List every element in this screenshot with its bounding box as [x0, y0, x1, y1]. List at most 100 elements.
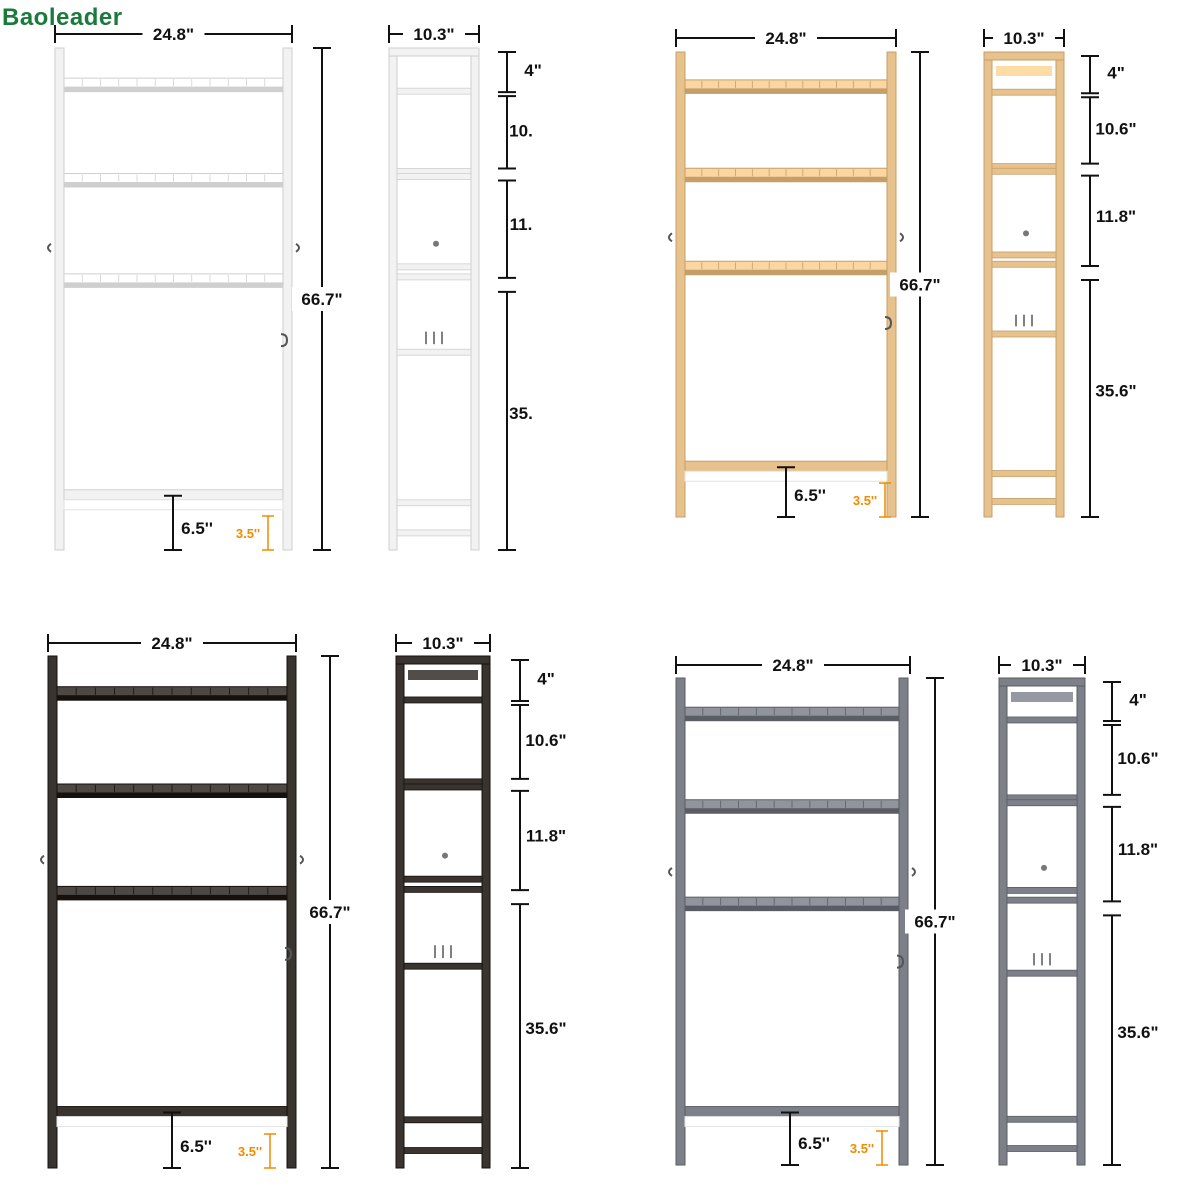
dim-label-bg — [890, 272, 950, 297]
front-post — [998, 677, 1008, 1166]
left-post — [47, 655, 58, 1169]
shelf-edge — [57, 793, 287, 798]
back-post — [1055, 51, 1065, 518]
side-view-natural — [983, 51, 1065, 518]
side-rail — [396, 87, 472, 95]
foot-height-label: 3.5'' — [850, 1141, 874, 1156]
bottom-section-label: 35.6" — [525, 1019, 566, 1038]
foot-height-label: 3.5'' — [238, 1144, 262, 1159]
side-view-white — [388, 47, 480, 551]
shelf-edge — [57, 695, 287, 701]
shelf-edge — [64, 282, 283, 288]
side-rail — [396, 173, 472, 180]
top-rail — [395, 655, 491, 665]
dim-label-bg — [142, 23, 205, 45]
shelf — [63, 273, 284, 288]
dim-label: 10.3" — [413, 25, 454, 44]
shelf1-label: 10. — [509, 121, 533, 140]
bottom-section-label: 35. — [509, 404, 533, 423]
bar-height-dimension — [163, 1111, 181, 1169]
front-view-natural — [668, 51, 904, 518]
side-rail — [403, 962, 483, 970]
side-rail — [403, 886, 483, 893]
dim-label: 66.7" — [899, 276, 940, 295]
hook-icon — [40, 854, 45, 865]
shelf — [56, 686, 288, 701]
foot-height-dimension: 3.5'' — [236, 515, 274, 551]
front-view-white — [47, 47, 300, 551]
brand-logo: Baoleader — [2, 4, 123, 31]
side-rail — [991, 167, 1057, 175]
bar-height-dimension — [164, 494, 182, 551]
hook-knob-icon — [442, 852, 448, 859]
front-post — [983, 51, 993, 518]
dim-label-bg — [141, 632, 203, 654]
top-rail — [983, 51, 1065, 61]
side-rail — [991, 251, 1057, 259]
dim-label: 10.3" — [1003, 29, 1044, 48]
dim-label-bg — [412, 632, 474, 654]
shelf-edge — [685, 716, 899, 722]
back-post — [470, 47, 480, 551]
shelf2-label: 11.8" — [526, 827, 566, 846]
side-rail — [1006, 887, 1078, 894]
hook-knob-icon — [1023, 230, 1029, 237]
panel-natural: 24.8"10.3"66.7"4"10.6"11.8"35.6"6.5''3.5… — [668, 27, 1137, 518]
left-post — [675, 51, 686, 518]
width-dimension: 24.8" — [675, 654, 911, 676]
top-handle-slot — [408, 670, 478, 680]
depth-dimension: 10.3" — [395, 632, 491, 654]
side-rail — [396, 499, 472, 507]
front-view-dark — [40, 655, 304, 1169]
hook-knob-icon — [1041, 864, 1047, 871]
shelf1-dimension — [511, 703, 529, 780]
hook-icon — [299, 854, 304, 865]
side-view-grey — [998, 677, 1086, 1166]
side-rail — [403, 1116, 483, 1124]
hook-icon — [899, 232, 904, 243]
front-post — [395, 655, 405, 1169]
dim-label-bg — [1011, 654, 1073, 676]
panel-grey: 24.8"10.3"66.7"4"10.6"11.8"35.6"6.5''3.5… — [668, 654, 1159, 1166]
towel-hook-icon — [896, 954, 905, 969]
side-rail — [991, 260, 1057, 268]
back-post — [481, 655, 491, 1169]
shelf — [684, 799, 900, 814]
shelf2-dimension — [498, 179, 516, 279]
towel-hook-icon — [884, 316, 893, 331]
top-gap-dimension — [1081, 55, 1099, 95]
shelf-edge — [685, 88, 887, 94]
depth-dimension: 10.3" — [998, 654, 1086, 676]
back-post — [1076, 677, 1086, 1166]
side-rail — [991, 330, 1057, 338]
side-rail — [403, 1147, 483, 1154]
shelf — [684, 79, 888, 94]
towel-hook-icon — [284, 946, 293, 961]
dim-label: 24.8" — [765, 29, 806, 48]
top-gap-dimension — [511, 659, 529, 702]
shelf — [684, 260, 888, 276]
shelf-edge — [685, 808, 899, 814]
depth-dimension: 10.3" — [983, 27, 1065, 49]
height-dimension: 66.7" — [292, 47, 352, 551]
side-rail — [991, 497, 1057, 505]
hook-icon — [668, 867, 673, 877]
left-post — [54, 47, 65, 551]
dim-label: 24.8" — [153, 25, 194, 44]
shelf1-label: 10.6" — [1117, 749, 1158, 768]
shelf2-label: 11.8" — [1096, 207, 1136, 226]
top-gap-label: 4" — [537, 669, 555, 688]
bar-height-dimension — [777, 466, 795, 518]
height-dimension: 66.7" — [905, 677, 965, 1166]
top-gap-label: 4" — [1107, 64, 1125, 83]
panel-dark: 24.8"10.3"66.7"4"10.6"11.8"35.6"6.5''3.5… — [40, 632, 567, 1169]
bottom-bar-highlight — [684, 1116, 900, 1128]
side-rail — [403, 696, 483, 704]
panel-white: 24.8"10.3"66.7"4"10.11.35.6.5''3.5'' — [47, 23, 542, 551]
foot-height-dimension: 3.5'' — [850, 1130, 888, 1166]
height-dimension: 66.7" — [300, 655, 360, 1169]
top-gap-label: 4" — [1129, 690, 1147, 709]
shelf-edge — [64, 182, 283, 188]
top-gap-label: 4" — [524, 61, 542, 80]
